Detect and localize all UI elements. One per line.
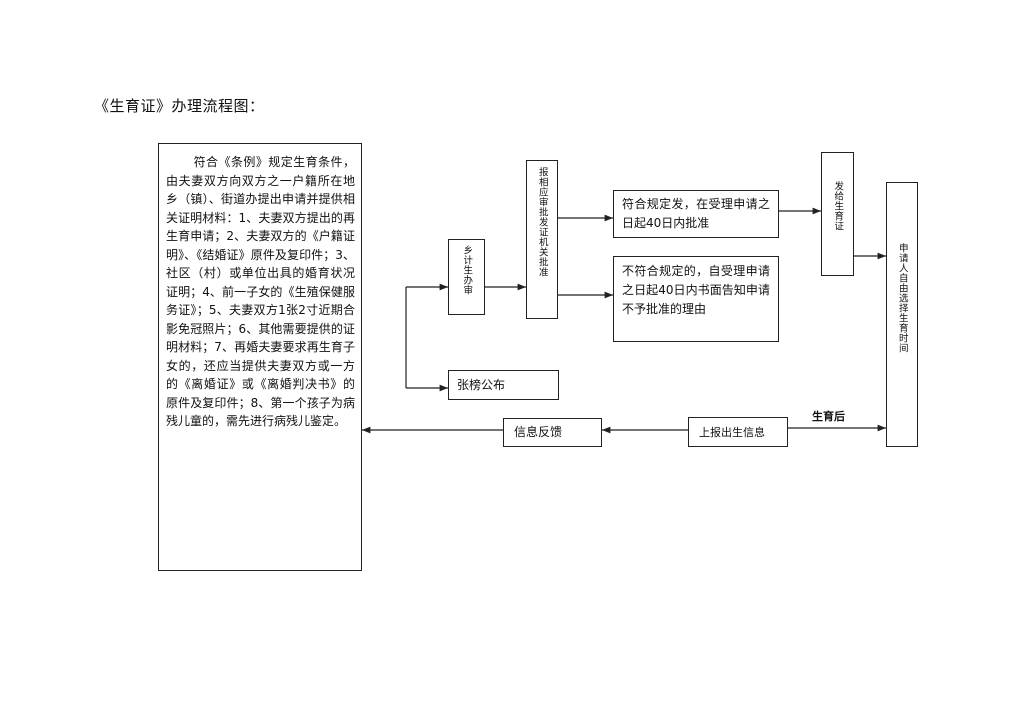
- feedback-label: 信息反馈: [514, 425, 563, 439]
- township-review-box: 乡计生办审: [448, 239, 485, 315]
- requirements-box: 符合《条例》规定生育条件，由夫妻双方向双方之一户籍所在地乡（镇）、街道办提出申请…: [158, 143, 362, 571]
- township-review-label: 乡计生办审: [461, 245, 473, 295]
- reject-result-label: 不符合规定的，自受理申请之日起40日内书面告知申请不予批准的理由: [622, 264, 770, 316]
- issue-certificate-label: 发给生育证: [832, 181, 844, 231]
- approve-result-box: 符合规定发，在受理申请之日起40日内批准: [613, 190, 779, 238]
- report-birth-label: 上报出生信息: [699, 425, 765, 439]
- issue-certificate-box: 发给生育证: [821, 152, 854, 276]
- choose-time-label: 申请人自由选择生育时间: [896, 243, 908, 353]
- feedback-box: 信息反馈: [503, 418, 602, 447]
- choose-time-box: 申请人自由选择生育时间: [886, 182, 918, 447]
- page-title: 《生育证》办理流程图：: [94, 97, 265, 115]
- approval-authority-box: 报相应审批发证机关批准: [526, 160, 558, 319]
- public-notice-label: 张榜公布: [457, 377, 506, 392]
- edge-label-after-birth: 生育后: [812, 410, 845, 423]
- approval-authority-label: 报相应审批发证机关批准: [536, 167, 548, 277]
- approve-result-label: 符合规定发，在受理申请之日起40日内批准: [622, 197, 770, 230]
- reject-result-box: 不符合规定的，自受理申请之日起40日内书面告知申请不予批准的理由: [613, 256, 779, 342]
- public-notice-box: 张榜公布: [448, 370, 559, 400]
- report-birth-box: 上报出生信息: [688, 417, 788, 447]
